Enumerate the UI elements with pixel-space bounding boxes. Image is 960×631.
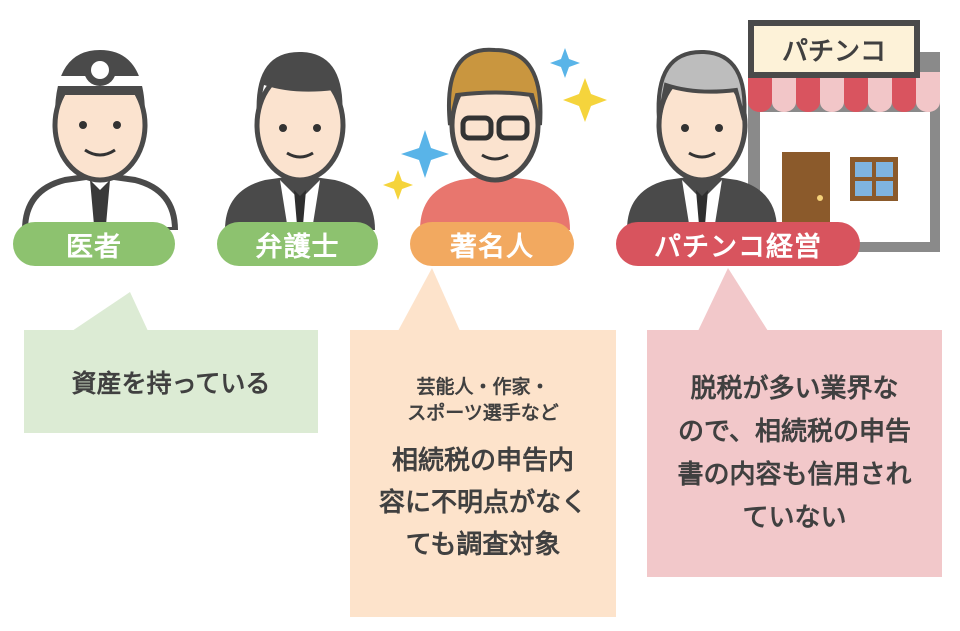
sparkle-icon: [383, 48, 607, 200]
callout-celebrity-sub: 芸能人・作家・: [416, 376, 550, 398]
label-lawyer: 弁護士: [217, 222, 378, 266]
label-celebrity: 著名人: [410, 222, 574, 266]
callout-celebrity: 芸能人・作家・ スポーツ選手など 相続税の申告内 容に不明点がなく ても調査対象: [350, 330, 616, 617]
pachinko-owner-illustration: [627, 49, 777, 230]
label-pachinko-owner: パチンコ経営: [616, 222, 860, 266]
label-doctor: 医者: [13, 222, 175, 266]
callout-doctor: 資産を持っている: [24, 330, 318, 433]
callout-pachinko-line: ので、相続税の申告: [678, 417, 911, 447]
store-sign: パチンコ: [781, 36, 886, 67]
doctor-illustration: [21, 50, 179, 230]
callout-celebrity-main: 容に不明点がなく: [378, 488, 587, 518]
callout-pachinko-line: 書の内容も信用され: [677, 460, 912, 490]
callout-pachinko-line: ていない: [742, 503, 847, 533]
callout-doctor-text: 資産を持っている: [71, 368, 271, 398]
lawyer-illustration: [225, 51, 375, 230]
callout-celebrity-main: ても調査対象: [405, 530, 561, 560]
callout-pachinko-line: 脱税が多い業界な: [690, 374, 899, 404]
callout-pachinko: 脱税が多い業界な ので、相続税の申告 書の内容も信用され ていない: [647, 330, 942, 577]
celebrity-illustration: [420, 47, 570, 230]
callout-celebrity-main: 相続税の申告内: [391, 446, 574, 476]
callout-celebrity-sub: スポーツ選手など: [407, 402, 559, 424]
